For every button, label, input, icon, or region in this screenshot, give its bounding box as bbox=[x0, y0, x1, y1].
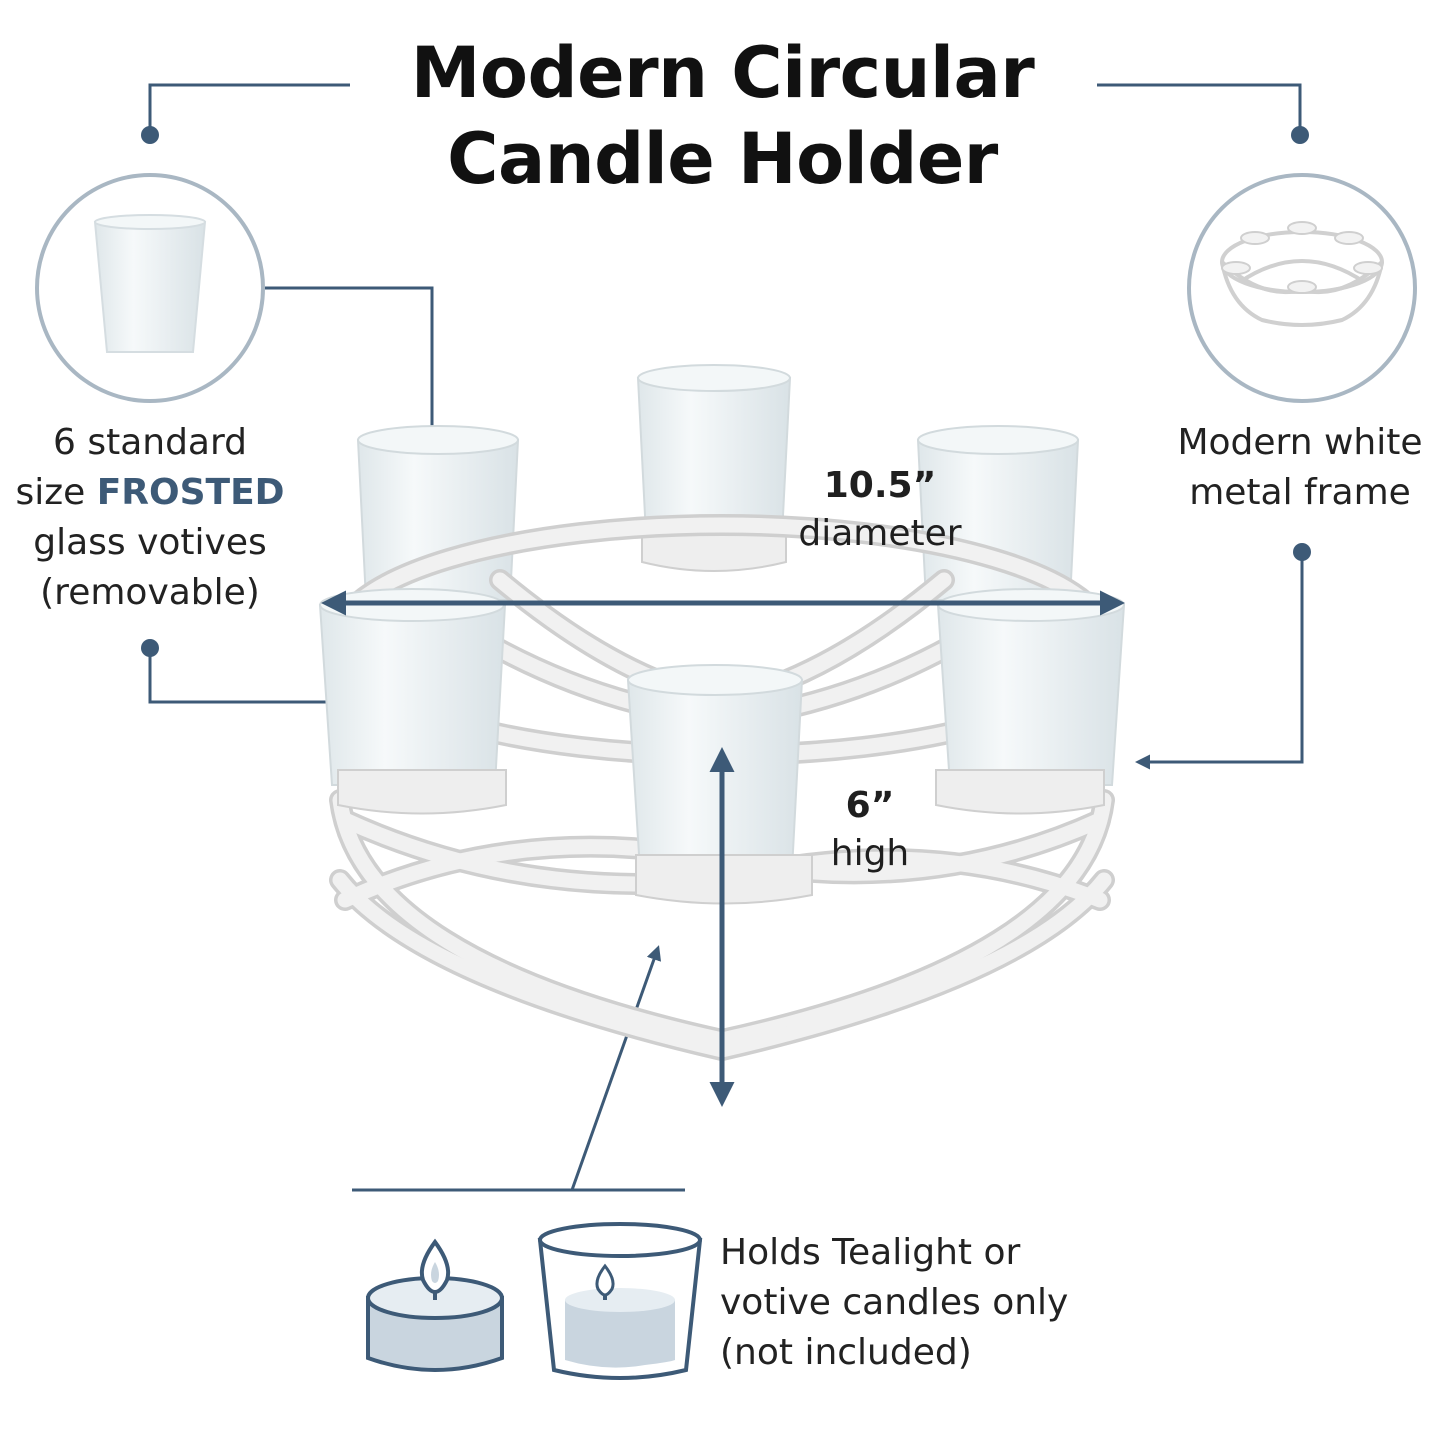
frame-callout: Modern white metal frame bbox=[1150, 418, 1445, 518]
diameter-value: 10.5” bbox=[823, 465, 937, 506]
frame-thumbnail bbox=[1187, 173, 1417, 403]
votives-line-4: (removable) bbox=[40, 572, 260, 613]
callout-lines bbox=[141, 83, 1311, 1192]
votive-candle-icon bbox=[537, 1222, 703, 1380]
dimension-arrows bbox=[321, 590, 1125, 1107]
title-line-2: Candle Holder bbox=[447, 118, 998, 200]
candles-line-3: (not included) bbox=[720, 1332, 972, 1373]
height-text: high bbox=[830, 833, 910, 874]
height-value: 6” bbox=[845, 785, 895, 826]
votive-thumbnail bbox=[35, 173, 265, 403]
diameter-text: diameter bbox=[798, 513, 962, 554]
candles-line-1: Holds Tealight or bbox=[720, 1232, 1021, 1273]
back-votives bbox=[356, 364, 1080, 601]
frame-line-1: Modern white bbox=[1177, 422, 1423, 463]
votives-line-3: glass votives bbox=[33, 522, 267, 563]
frosted-emphasis: FROSTED bbox=[96, 472, 285, 513]
votives-line-1: 6 standard bbox=[52, 422, 248, 463]
votives-line-2: size FROSTED bbox=[5, 468, 295, 518]
votives-line-2-prefix: size bbox=[15, 472, 97, 513]
title-line-1: Modern Circular bbox=[410, 32, 1035, 114]
height-label: 6” high bbox=[800, 782, 940, 878]
votives-callout: 6 standard size FROSTED glass votives (r… bbox=[5, 418, 295, 618]
frame-thumbnail-icon bbox=[1220, 221, 1384, 327]
candles-line-2: votive candles only bbox=[720, 1282, 1069, 1323]
frosted-votive-icon bbox=[93, 214, 207, 353]
candles-callout: Holds Tealight or votive candles only (n… bbox=[720, 1228, 1120, 1378]
tealight-icon bbox=[366, 1238, 504, 1372]
page-title: Modern Circular Candle Holder bbox=[0, 30, 1445, 202]
diameter-label: 10.5” diameter bbox=[780, 462, 980, 558]
frame-line-2: metal frame bbox=[1189, 472, 1411, 513]
